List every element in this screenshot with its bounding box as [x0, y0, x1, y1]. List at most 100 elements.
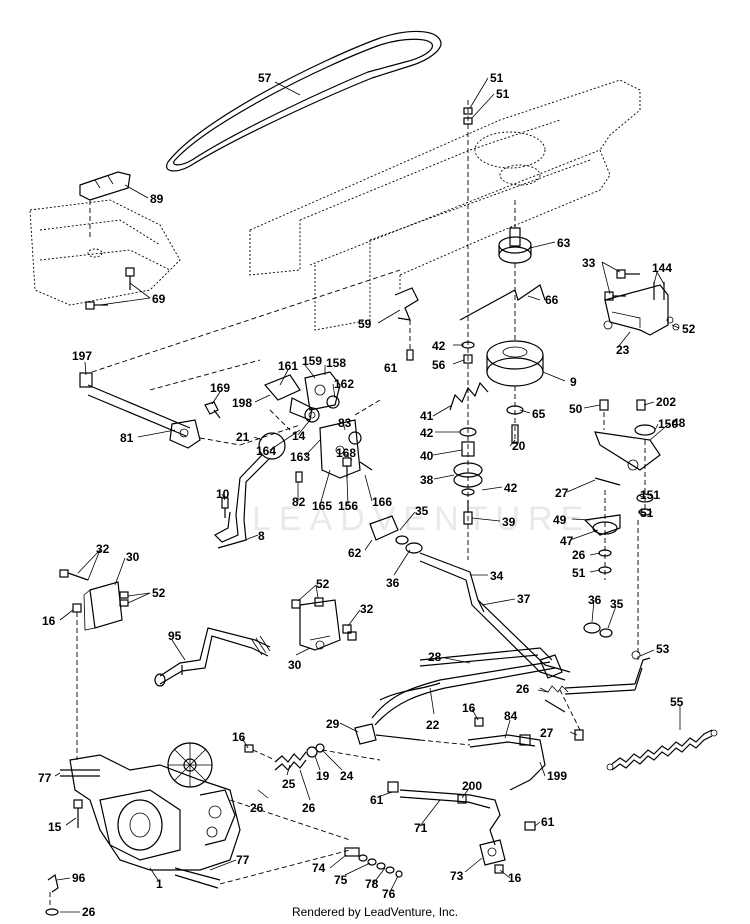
- part-label: 158: [326, 356, 346, 370]
- part-label: 16: [232, 730, 246, 744]
- part-label: 27: [540, 726, 554, 740]
- part-label: 74: [312, 861, 326, 875]
- part-label: 33: [582, 256, 596, 270]
- part-label: 21: [236, 430, 250, 444]
- lift-shaft: [369, 515, 571, 681]
- part-label: 197: [72, 349, 92, 363]
- part-label: 75: [334, 873, 348, 887]
- part-label: 202: [656, 395, 676, 409]
- hairpin-clip: [45, 873, 59, 916]
- part-label: 53: [656, 642, 670, 656]
- part-label: 47: [560, 534, 574, 548]
- part-label: 66: [545, 293, 559, 307]
- right-pivot-assembly: [583, 399, 661, 660]
- bracket: [79, 171, 131, 240]
- transaxle: [60, 742, 351, 889]
- part-label: 162: [334, 377, 354, 391]
- part-label: 151: [640, 488, 660, 502]
- part-label: 37: [517, 592, 531, 606]
- part-label: 77: [236, 853, 250, 867]
- part-label: 63: [557, 236, 571, 250]
- pin-set: [344, 847, 403, 878]
- part-label: 35: [610, 597, 624, 611]
- part-label: 9: [570, 375, 577, 389]
- part-label: 35: [415, 504, 429, 518]
- drive-belt: [166, 30, 442, 172]
- part-label: 42: [432, 339, 446, 353]
- bolt-group-69: [85, 267, 135, 310]
- part-label: 55: [670, 695, 684, 709]
- part-label: 52: [682, 322, 696, 336]
- idler-pulley: [498, 200, 532, 340]
- part-label: 169: [210, 381, 230, 395]
- part-label: 26: [82, 905, 96, 919]
- part-label: 30: [126, 550, 140, 564]
- part-label: 36: [386, 576, 400, 590]
- part-label: 150: [658, 417, 678, 431]
- tension-spring: [606, 729, 718, 771]
- part-label: 61: [384, 361, 398, 375]
- part-label: 27: [555, 486, 569, 500]
- part-label: 20: [512, 439, 526, 453]
- brake-linkage: [149, 359, 381, 479]
- brake-arm-71: [387, 781, 536, 874]
- part-label: 198: [232, 396, 252, 410]
- part-label: 41: [420, 409, 434, 423]
- part-label: 39: [502, 515, 516, 529]
- center-bracket-30: [291, 597, 357, 651]
- part-label: 15: [48, 820, 62, 834]
- part-label: 81: [120, 431, 134, 445]
- part-label: 52: [152, 586, 166, 600]
- part-label: 62: [348, 546, 362, 560]
- part-label: 16: [42, 614, 56, 628]
- part-label: 19: [316, 769, 330, 783]
- part-label: 73: [450, 869, 464, 883]
- part-label: 50: [569, 402, 583, 416]
- part-label: 32: [360, 602, 374, 616]
- part-label: 84: [504, 709, 518, 723]
- footer-credit: Rendered by LeadVenture, Inc.: [291, 905, 459, 919]
- part-label: 89: [150, 192, 164, 206]
- part-label: 25: [282, 777, 296, 791]
- part-label: 95: [168, 629, 182, 643]
- leader-lines: [54, 77, 681, 913]
- part-label: 82: [292, 495, 306, 509]
- part-label: 42: [504, 481, 518, 495]
- part-label: 61: [370, 793, 384, 807]
- part-label: 26: [302, 801, 316, 815]
- lift-lever: [214, 432, 303, 549]
- part-label: 166: [372, 495, 392, 509]
- clutch-spacer: [506, 405, 524, 444]
- part-label: 77: [38, 771, 52, 785]
- part-label: 1: [156, 877, 163, 891]
- shaft-81: [79, 269, 401, 449]
- part-label: 36: [588, 593, 602, 607]
- center-bolt-column: [453, 100, 483, 560]
- part-label: 199: [547, 769, 567, 783]
- part-label: 24: [340, 769, 354, 783]
- right-bushings: [564, 622, 651, 695]
- part-label: 26: [572, 548, 586, 562]
- part-label: 59: [358, 317, 372, 331]
- part-label: 26: [516, 682, 530, 696]
- part-label: 56: [432, 358, 446, 372]
- part-label: 40: [420, 449, 434, 463]
- shift-rod: [154, 627, 271, 687]
- part-labels: 57 51 51 89 69 63 33 144 66 59 42 61 56 …: [38, 71, 696, 919]
- part-label: 49: [553, 513, 567, 527]
- part-label: 78: [365, 877, 379, 891]
- part-label: 51: [496, 87, 510, 101]
- part-label: 83: [338, 416, 352, 430]
- part-label: 23: [616, 343, 630, 357]
- part-label: 144: [652, 261, 672, 275]
- mower-frame: [29, 79, 641, 331]
- part-label: 51: [572, 566, 586, 580]
- belt-guide-spring: [449, 381, 489, 411]
- part-label: 164: [256, 444, 276, 458]
- part-label: 168: [336, 446, 356, 460]
- part-label: 51: [490, 71, 504, 85]
- bolt-169: [204, 401, 221, 419]
- part-label: 69: [152, 292, 166, 306]
- part-label: 10: [216, 487, 230, 501]
